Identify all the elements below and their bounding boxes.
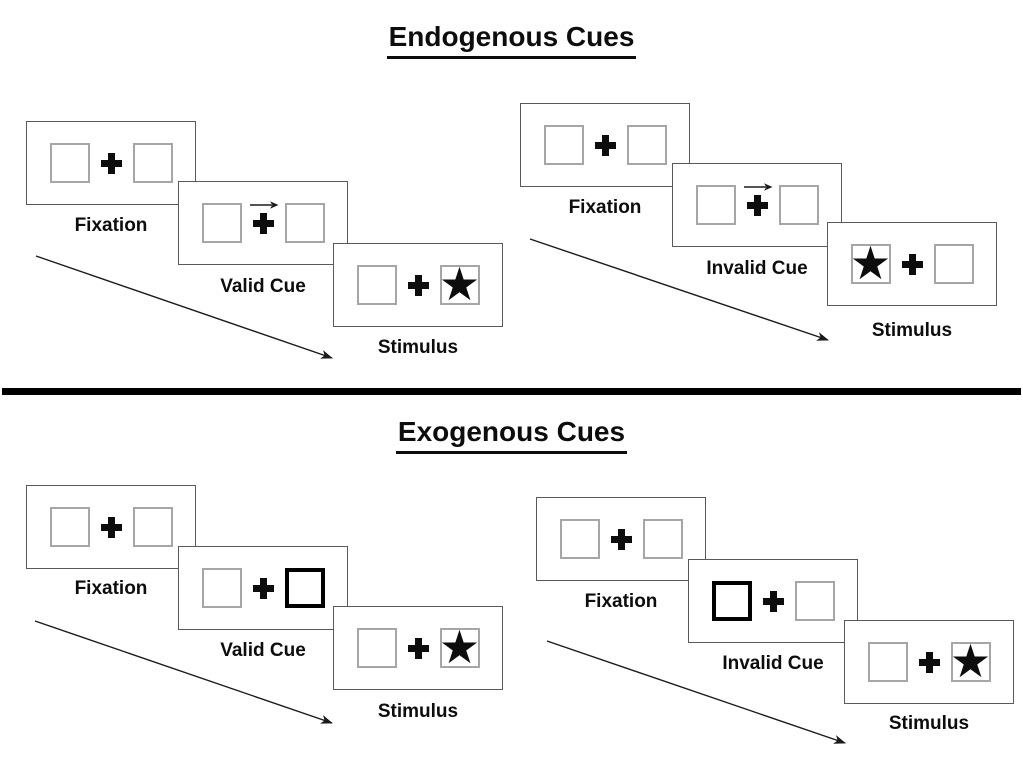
frame-label: Invalid Cue [706,258,808,279]
fixation-cross-icon [918,651,940,673]
placeholder-box [867,642,908,682]
placeholder-box [201,203,242,243]
placeholder-box [356,265,397,305]
fixation-cross-wrap [252,577,274,599]
cue-arrow-icon [743,182,772,191]
fixation-cross-wrap [100,516,122,538]
exogenous-title-text: Exogenous Cues [395,416,628,454]
fixation-cross-wrap [743,182,772,216]
placeholder-box [543,125,584,165]
fixation-cross-icon [746,194,768,216]
frame-label: Fixation [74,578,148,599]
exo-invalid-cue-panel [688,559,858,643]
section-divider [2,388,1021,395]
timeline-arrow-exo-valid [34,620,333,724]
placeholder-box [132,507,173,547]
endogenous-title-text: Endogenous Cues [386,21,637,59]
fixation-cross-icon [407,274,429,296]
fixation-cross-icon [594,134,616,156]
endo-invalid-fixation-panel [520,103,690,187]
star-icon: ★ [438,621,481,673]
placeholder-box [49,507,90,547]
fixation-cross-icon [407,637,429,659]
exo-valid-cue-panel [178,546,348,630]
timeline-arrow-endo-valid [35,255,333,359]
star-icon: ★ [438,258,481,310]
fixation-cross-wrap [407,637,429,659]
target-star-box: ★ [850,240,891,286]
fixation-cross-icon [610,528,632,550]
frame-label: Stimulus [888,713,970,734]
placeholder-box [626,125,667,165]
target-star-box: ★ [950,638,991,684]
fixation-cross-icon [252,577,274,599]
fixation-cross-icon [901,253,923,275]
frame-label: Stimulus [871,320,953,341]
endo-valid-cue-panel [178,181,348,265]
exogenous-section-title: Exogenous Cues [0,416,1023,454]
endogenous-section-title: Endogenous Cues [0,21,1023,59]
placeholder-box [132,143,173,183]
placeholder-box [356,628,397,668]
timeline-arrow-endo-invalid [529,238,829,341]
exo-valid-stimulus-panel: ★ [333,606,503,690]
fixation-cross-wrap [762,590,784,612]
frame-label: Fixation [584,591,658,612]
frame-label: Stimulus [377,701,459,722]
placeholder-box [794,581,835,621]
endo-invalid-stimulus-panel: ★ [827,222,997,306]
endo-invalid-cue-panel [672,163,842,247]
frame-label: Invalid Cue [722,653,824,674]
exo-invalid-stimulus-panel: ★ [844,620,1014,704]
fixation-cross-wrap [918,651,940,673]
peripheral-cue-box [284,568,325,608]
fixation-cross-wrap [249,200,278,234]
star-icon: ★ [849,237,892,289]
placeholder-box [201,568,242,608]
fixation-cross-icon [100,516,122,538]
frame-label: Fixation [568,197,642,218]
cue-arrow-icon [249,200,278,209]
frame-label: Valid Cue [220,276,306,297]
fixation-cross-wrap [100,152,122,174]
placeholder-box [559,519,600,559]
fixation-cross-wrap [407,274,429,296]
frame-label: Fixation [74,215,148,236]
target-star-box: ★ [439,261,480,307]
placeholder-box [284,203,325,243]
fixation-cross-wrap [901,253,923,275]
placeholder-box [933,244,974,284]
endo-valid-fixation-panel [26,121,196,205]
target-star-box: ★ [439,624,480,670]
placeholder-box [49,143,90,183]
endo-valid-stimulus-panel: ★ [333,243,503,327]
fixation-cross-icon [252,212,274,234]
star-icon: ★ [949,635,992,687]
exo-invalid-fixation-panel [536,497,706,581]
frame-label: Stimulus [377,337,459,358]
fixation-cross-wrap [610,528,632,550]
frame-label: Valid Cue [220,640,306,661]
fixation-cross-wrap [594,134,616,156]
placeholder-box [695,185,736,225]
fixation-cross-icon [762,590,784,612]
fixation-cross-icon [100,152,122,174]
placeholder-box [642,519,683,559]
placeholder-box [778,185,819,225]
exo-valid-fixation-panel [26,485,196,569]
peripheral-cue-box [711,581,752,621]
